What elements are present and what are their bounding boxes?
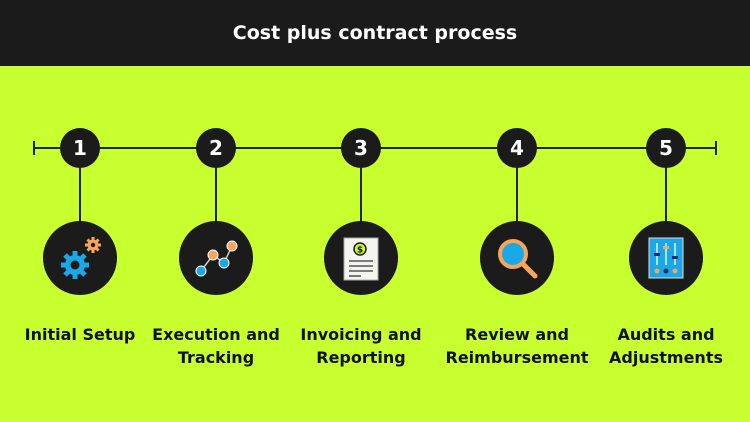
step-number: 1 — [60, 128, 100, 168]
svg-text:$: $ — [357, 246, 363, 256]
timeline-end-tick — [715, 141, 717, 155]
gears-icon — [43, 221, 117, 295]
step-label: Initial Setup — [24, 325, 136, 344]
step-label: Review and Reimbursement — [445, 325, 589, 367]
step-number: 5 — [646, 128, 686, 168]
step-label: Invoicing and Reporting — [300, 325, 422, 367]
step-number: 4 — [497, 128, 537, 168]
magnifier-icon — [480, 221, 554, 295]
sliders-icon — [629, 221, 703, 295]
step-number: 3 — [341, 128, 381, 168]
connector — [79, 168, 81, 223]
connector — [665, 168, 667, 223]
connector — [215, 168, 217, 223]
line-chart-icon — [179, 221, 253, 295]
invoice-icon: $ — [324, 221, 398, 295]
page-title: Cost plus contract process — [0, 0, 750, 66]
step-label: Audits and Adjustments — [609, 325, 723, 367]
step-label: Execution and Tracking — [152, 325, 280, 367]
connector — [360, 168, 362, 223]
timeline-start-tick — [33, 141, 35, 155]
connector — [516, 168, 518, 223]
step-number: 2 — [196, 128, 236, 168]
